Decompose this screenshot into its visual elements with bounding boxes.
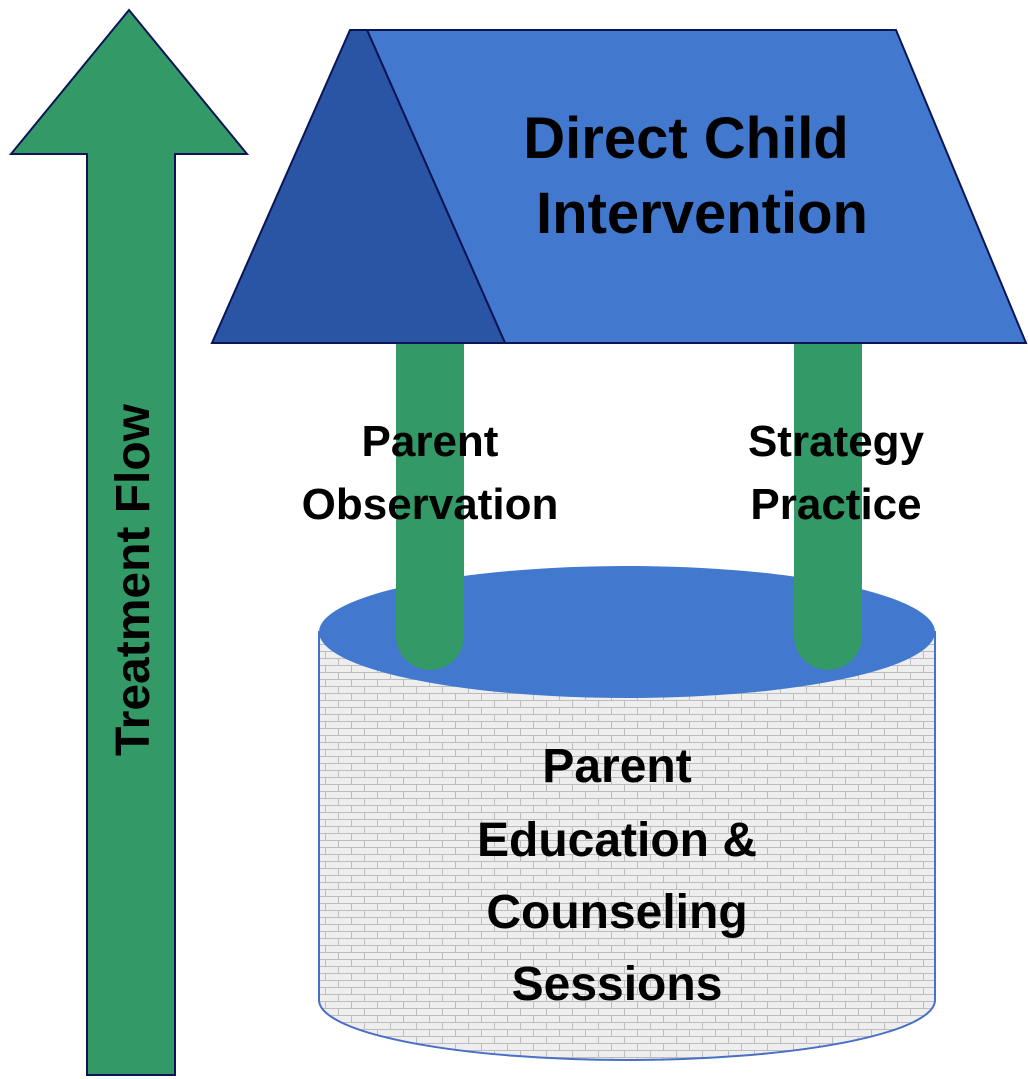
right-pillar [794, 335, 862, 670]
arrow-label: Treatment Flow [107, 403, 160, 756]
treatment-flow-arrow: Treatment Flow [8, 8, 250, 1076]
well [318, 566, 936, 1061]
well-top [319, 566, 935, 698]
roof-side-face [210, 29, 507, 344]
left-pillar [396, 335, 464, 670]
right-pillar-label-line1: Strategy [748, 417, 925, 466]
arrow-shape [8, 8, 250, 1076]
roof: Direct Child Intervention [210, 29, 1028, 344]
well-label-line2: Education & [477, 814, 757, 867]
right-pillar-label-line2: Practice [750, 480, 921, 529]
left-pillar-label-line2: Observation [302, 480, 559, 529]
well-body [318, 631, 936, 1061]
roof-label-line2: Intervention [536, 181, 868, 246]
well-label-line4: Sessions [512, 958, 723, 1011]
left-pillar-label-line1: Parent [362, 417, 499, 466]
well-label-line3: Counseling [486, 886, 747, 939]
well-label-line1: Parent [542, 740, 691, 793]
roof-label-line1: Direct Child [523, 106, 849, 171]
